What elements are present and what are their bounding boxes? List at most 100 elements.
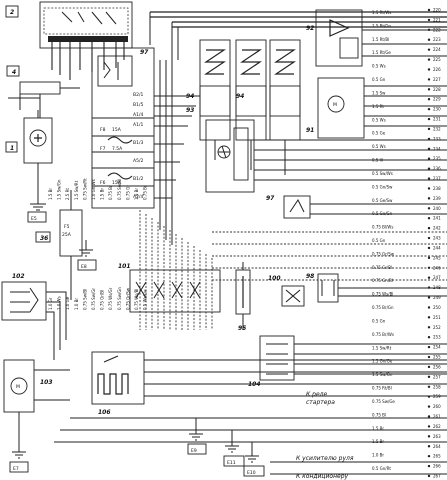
connector-number: 231 bbox=[433, 117, 441, 122]
relay-pin-a5-2: A5/2 bbox=[133, 158, 143, 164]
component-92-top-label: 92 bbox=[306, 25, 314, 32]
connector-pin bbox=[427, 395, 431, 398]
connector-number: 238 bbox=[433, 186, 441, 191]
wire-label: 0.5 Ge bbox=[372, 131, 386, 136]
connector-number: 245 bbox=[433, 255, 441, 260]
wire-label: 1.5 Sw/Gn bbox=[57, 179, 62, 200]
wire-label: 0.75 Gr bbox=[125, 185, 130, 200]
fuse-f6-rating: 15A bbox=[112, 180, 122, 186]
component-100 bbox=[281, 285, 305, 307]
connector-pin bbox=[427, 256, 431, 260]
connector-pin bbox=[427, 127, 431, 131]
wire-label: 1.0 Br bbox=[134, 188, 139, 200]
component-92-top bbox=[315, 9, 447, 67]
connector-pin bbox=[427, 197, 431, 200]
right-connector-column: 2202212222232242252262272282292302312322… bbox=[372, 8, 441, 479]
fuse-f8-rating: 15A bbox=[112, 127, 122, 133]
relay-pin-a2-4: A2/4 bbox=[133, 194, 143, 200]
top-bus-wires bbox=[149, 11, 447, 60]
component-97-switch bbox=[283, 195, 447, 219]
wire-label: 0.75 Ws/Bl bbox=[372, 292, 393, 297]
component-1-tag bbox=[5, 141, 18, 153]
fuse-f5-rating: 25A bbox=[62, 232, 72, 238]
component-100-label: 100 bbox=[268, 275, 281, 282]
wire-label: 0.75 Br bbox=[143, 185, 148, 200]
connector-number: 248 bbox=[433, 285, 441, 290]
earth-e9 bbox=[187, 418, 207, 455]
connector-number: 247 bbox=[433, 275, 441, 280]
wire-label: 0.75 Gr/Bl bbox=[372, 265, 392, 270]
component-36-tag bbox=[35, 231, 51, 243]
component-98-label: 98 bbox=[306, 273, 314, 280]
connector-number: 266 bbox=[433, 464, 441, 469]
component-97-right-label: 97 bbox=[266, 195, 275, 202]
connector-number: 220 bbox=[433, 8, 441, 13]
wire-label: 0.75 Ws/Gr bbox=[108, 287, 113, 310]
connector-number: 242 bbox=[433, 226, 441, 231]
connector-pin bbox=[427, 226, 431, 230]
connector-number: 258 bbox=[433, 384, 441, 389]
connector-pin bbox=[427, 474, 431, 478]
wire-label: 1.5 Br bbox=[100, 188, 105, 200]
component-106 bbox=[54, 351, 447, 443]
connector-number: 254 bbox=[433, 345, 441, 350]
wire-label: 1.5 Rt bbox=[372, 104, 384, 109]
wire-label: 0.5 Gn bbox=[372, 238, 386, 243]
connector-number: 241 bbox=[433, 216, 441, 221]
connector-pin bbox=[427, 167, 431, 170]
wire-label: 0.5 Gn bbox=[372, 77, 386, 82]
relay-group-94 bbox=[199, 39, 301, 175]
earth-e5 bbox=[27, 190, 47, 223]
connector-pin bbox=[427, 345, 431, 349]
component-95 bbox=[235, 262, 251, 330]
relay-pin-b1-3: B1/3 bbox=[133, 140, 143, 146]
connector-pin bbox=[427, 286, 431, 289]
wire-label: 1.0 Br bbox=[74, 298, 79, 310]
connector-number: 265 bbox=[433, 454, 441, 459]
component-102-label: 102 bbox=[12, 273, 25, 280]
connector-number: 262 bbox=[433, 424, 441, 429]
wire-label: 0.75 Gr/Sw bbox=[125, 287, 130, 310]
wire-label: 0.75 Sw/Rt bbox=[82, 178, 87, 200]
earth-e8 bbox=[77, 240, 97, 271]
connector-number: 229 bbox=[433, 97, 441, 102]
earth-e8-label: E8 bbox=[81, 264, 87, 270]
wire-label: 1.5 Rt/Gn bbox=[372, 23, 391, 28]
connector-pin bbox=[427, 415, 431, 418]
connector-pin bbox=[427, 296, 431, 299]
connector-number: 236 bbox=[433, 166, 441, 171]
connector-pin bbox=[427, 375, 431, 379]
component-91-motor: M bbox=[317, 77, 447, 139]
connector-pin bbox=[427, 454, 431, 458]
wire-label: 0.5 Gn bbox=[372, 318, 386, 323]
connector-number: 243 bbox=[433, 236, 441, 241]
connector-number: 221 bbox=[433, 17, 441, 22]
connector-pin bbox=[427, 355, 431, 359]
component-104 bbox=[259, 335, 447, 381]
connector-number: 240 bbox=[433, 206, 441, 211]
component-2-tag bbox=[5, 5, 19, 18]
wire-label: 0.75 Sw/Ge bbox=[372, 399, 395, 404]
connector-pin bbox=[427, 88, 431, 91]
wire-label: 0.5 Ge/Sw bbox=[372, 198, 393, 203]
wire-label: 0.5 Ws bbox=[372, 117, 386, 122]
wire-label: 1.5 Sw bbox=[372, 90, 386, 95]
wire-label: 0.5 Ws bbox=[372, 144, 386, 149]
fuse-f7-rating: 7.5A bbox=[112, 146, 123, 152]
wire-label: 1.0 Ws bbox=[57, 296, 62, 310]
connector-number: 228 bbox=[433, 87, 441, 92]
wire-label: 1.5 Sw/Gn bbox=[372, 372, 393, 377]
note-starter-relay-line2: стартера bbox=[306, 399, 335, 406]
component-98 bbox=[317, 273, 447, 303]
wire-label: 1.5 Sw/Rt bbox=[372, 345, 392, 350]
connector-number: 226 bbox=[433, 67, 441, 72]
component-2-label: 2 bbox=[10, 9, 14, 16]
wires-97-right bbox=[154, 60, 200, 245]
wire-label: 1.5 Rt/Bl bbox=[372, 37, 389, 42]
connector-number: 259 bbox=[433, 394, 441, 399]
relay-94-right-label: 94 bbox=[236, 93, 244, 100]
relay-pin-a1-4: A1/4 bbox=[133, 112, 143, 118]
connector-number: 237 bbox=[433, 176, 441, 181]
wire-label: 1.5 Sw/Rt bbox=[74, 180, 79, 200]
